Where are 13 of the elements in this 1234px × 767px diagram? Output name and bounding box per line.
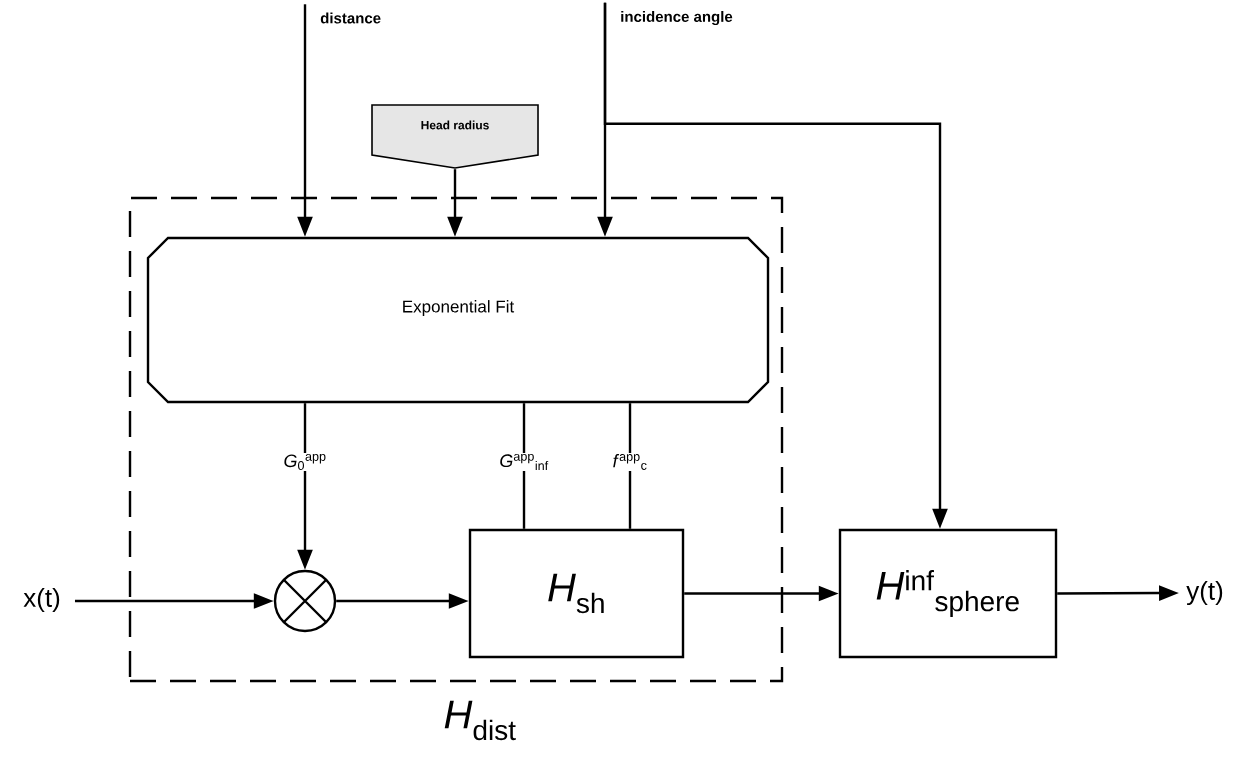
edge-label: f$^{app}$c <box>611 453 649 471</box>
filter-box: H$^{inf}$sphere <box>838 528 1058 659</box>
input-label: incidence angle <box>621 10 733 26</box>
node-label: H$_{dist}$ <box>444 700 516 741</box>
signal-label: x(t) <box>23 587 60 613</box>
edge-label: G$_{0}$app <box>282 453 328 471</box>
parameter-box: Head radius <box>371 104 539 169</box>
filter-box: H$_{sh}$ <box>468 528 685 659</box>
multiplier-circle <box>273 569 337 633</box>
process-box: Exponential Fit <box>146 236 770 404</box>
input-label: distance <box>320 12 381 24</box>
signal-label: y(t) <box>1186 580 1223 606</box>
edge-label: G$^{app}$inf <box>498 452 550 472</box>
